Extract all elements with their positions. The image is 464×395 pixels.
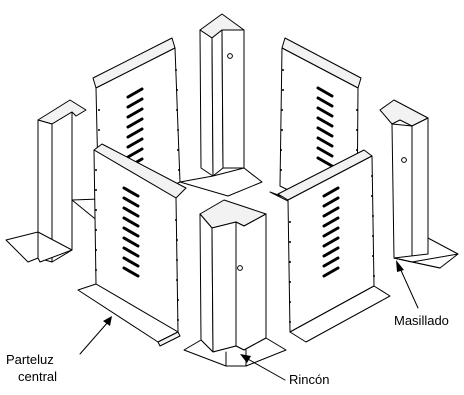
front-corner-post-right-face	[235, 213, 267, 351]
back-right-panel-louvers	[316, 86, 334, 168]
top-corner-post-base	[179, 167, 263, 197]
front-corner-post	[183, 199, 287, 367]
front-corner-post-hole	[237, 265, 243, 271]
front-right-panel-louvers	[322, 186, 340, 278]
parteluz-label-line1: Parteluz	[6, 352, 54, 367]
rincon-label: Rincón	[289, 372, 329, 387]
top-corner-post	[179, 13, 263, 197]
front-corner-post-base	[183, 337, 287, 367]
left-end-post-front-face	[51, 111, 73, 263]
right-end-post-side-face	[411, 117, 429, 263]
rincon-pointer-arrow-icon	[240, 354, 286, 381]
right-end-post-hole	[401, 157, 407, 163]
left-end-post	[5, 99, 87, 263]
top-corner-post-inner-face	[211, 29, 224, 177]
masillado-label: Masillado	[394, 313, 449, 328]
front-right-panel	[277, 149, 391, 343]
top-corner-post-right-face	[221, 29, 245, 169]
front-left-panel-rivets	[95, 169, 179, 321]
parteluz-pointer-arrow-icon	[79, 316, 112, 355]
front-right-panel-base-flange	[289, 285, 391, 343]
front-corner-post-center-face	[211, 221, 237, 353]
parteluz-label-line2: central	[18, 369, 57, 384]
front-left-panel	[77, 143, 187, 347]
right-end-post	[379, 99, 459, 269]
front-left-panel-louvers	[122, 186, 140, 278]
masillado-pointer-arrow-icon	[396, 260, 419, 309]
right-end-post-front-face	[391, 123, 413, 263]
front-right-panel-rivets	[289, 175, 375, 323]
front-corner-post-left-face	[199, 213, 214, 353]
top-corner-post-left-face	[199, 29, 214, 177]
top-corner-post-hole	[227, 53, 233, 59]
back-left-panel-louvers	[126, 87, 144, 169]
back-right-panel	[269, 37, 373, 225]
